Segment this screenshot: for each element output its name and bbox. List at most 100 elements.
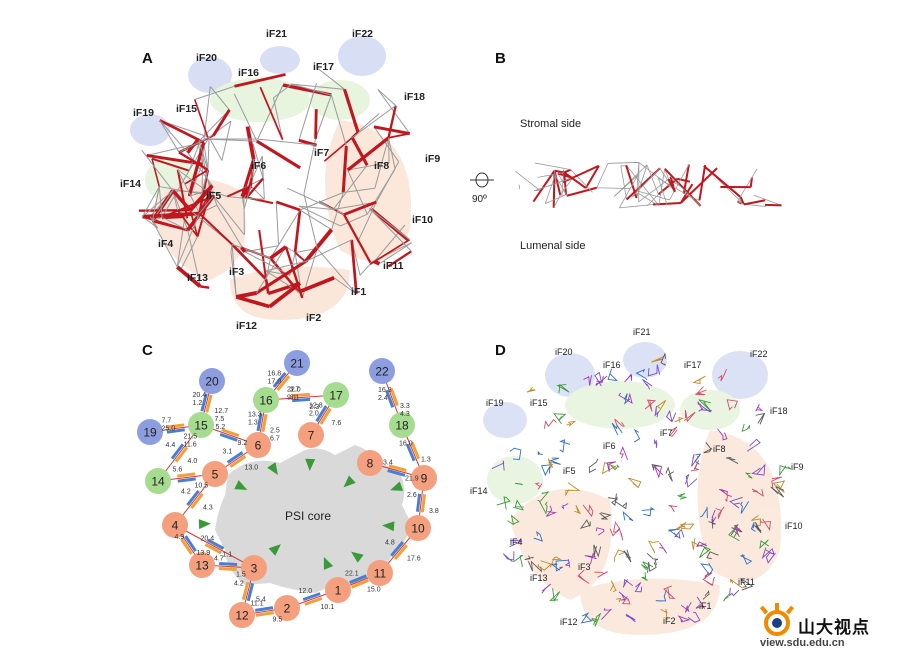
flux-arrow <box>302 592 321 602</box>
network-edge <box>375 161 400 203</box>
node-label-6: 6 <box>255 439 262 453</box>
pigment-shape <box>619 446 629 461</box>
network-edge <box>563 172 568 195</box>
pigment-shape <box>541 583 552 594</box>
node-22 <box>369 358 395 384</box>
pigment-shape <box>628 477 642 489</box>
panel-a-label-if18: iF18 <box>404 91 426 103</box>
pigment-shape <box>660 608 668 620</box>
pigment-shape <box>654 405 659 418</box>
network-edge <box>315 94 332 139</box>
pigment-shape <box>755 412 766 425</box>
pigment-shape <box>659 542 668 554</box>
pigment-shape <box>675 521 687 530</box>
node-10 <box>405 515 431 541</box>
network-edge <box>534 162 571 171</box>
panel-d-label-if18: iF18 <box>770 406 788 416</box>
pigment-shape <box>771 476 783 489</box>
pigment-shape <box>621 596 631 605</box>
pigment-shape <box>583 375 592 386</box>
node-18 <box>389 412 415 438</box>
flux-arrow <box>276 375 291 391</box>
network-edge <box>387 105 397 139</box>
panel-d-label-if16: iF16 <box>603 360 621 370</box>
pigment-shape <box>622 578 634 588</box>
network-edge <box>737 201 745 205</box>
network-edge <box>638 162 674 190</box>
flux-value: 16.3 <box>378 387 392 394</box>
network-edge <box>343 214 372 264</box>
panel-d-label-if22: iF22 <box>750 349 768 359</box>
network-edge <box>557 173 564 183</box>
pigment-shape <box>708 518 716 529</box>
network-edge <box>199 195 214 214</box>
pigment-shape <box>526 386 536 393</box>
pigment-shape <box>695 596 706 609</box>
flux-arrow <box>255 611 275 617</box>
flux-value: 6.7 <box>270 436 280 443</box>
pigment-shape <box>624 373 633 383</box>
network-edge <box>243 185 252 209</box>
pigment-shape <box>726 456 739 464</box>
network-edge <box>142 215 189 231</box>
node-label-5: 5 <box>212 468 219 482</box>
flux-arrow <box>184 535 197 552</box>
network-edge <box>314 109 318 139</box>
network-edge <box>299 205 334 210</box>
network-edge <box>203 86 211 143</box>
pigment-shape <box>555 559 569 572</box>
flux-arrow <box>221 428 240 438</box>
flux-arrow <box>393 544 408 560</box>
node-label-22: 22 <box>375 365 389 379</box>
pigment-shape <box>593 544 602 558</box>
pigment-shape <box>733 526 741 538</box>
pigment-shape <box>703 442 713 454</box>
network-edge <box>282 83 332 97</box>
network-edge <box>515 170 541 191</box>
network-edge <box>269 245 288 260</box>
panel-a-label-if2: iF2 <box>306 312 322 324</box>
flux-value: 12.0 <box>299 588 313 595</box>
panel-a-label-if19: iF19 <box>133 107 155 119</box>
node-7 <box>298 422 324 448</box>
network-edge <box>221 120 232 161</box>
pigment-shape <box>648 540 659 554</box>
network-edge <box>330 94 347 147</box>
network-edge <box>369 207 410 241</box>
pigment-shape <box>502 551 515 563</box>
network-edge <box>357 113 380 133</box>
node-4 <box>162 512 188 538</box>
panel-a-label-if20: iF20 <box>196 52 218 64</box>
network-edge <box>184 169 209 185</box>
node-label-16: 16 <box>259 394 273 408</box>
node-label-3: 3 <box>251 562 258 576</box>
network-edge <box>245 177 253 198</box>
flux-value: 1.5 <box>236 572 246 579</box>
flux-value: 4.4 <box>166 442 176 449</box>
pigment-shape <box>566 420 577 427</box>
pigment-shape <box>539 501 548 515</box>
pigment-shape <box>496 496 511 510</box>
pigment-shape <box>729 587 740 597</box>
pigment-shape <box>669 426 678 437</box>
network-edge <box>373 259 381 266</box>
panel-b-network <box>515 162 782 209</box>
network-edge <box>585 165 600 189</box>
panel-a-label-if22: iF22 <box>352 28 374 40</box>
network-edge <box>212 195 245 236</box>
flux-value: 12.8 <box>309 403 323 410</box>
network-edge <box>619 204 654 209</box>
pigment-shape <box>537 560 552 571</box>
flux-arrow <box>219 561 238 567</box>
pigment-shape <box>577 569 590 584</box>
pigment-shape <box>513 499 525 511</box>
network-edge <box>142 186 160 217</box>
flux-value: 5.2 <box>216 424 226 431</box>
pigment-shape <box>591 618 599 623</box>
network-edge <box>333 201 377 210</box>
flux-value: 17.6 <box>407 556 421 563</box>
pigment-shape <box>614 496 628 510</box>
flux-value: 22.1 <box>345 571 359 578</box>
flux-arrow <box>180 538 193 555</box>
